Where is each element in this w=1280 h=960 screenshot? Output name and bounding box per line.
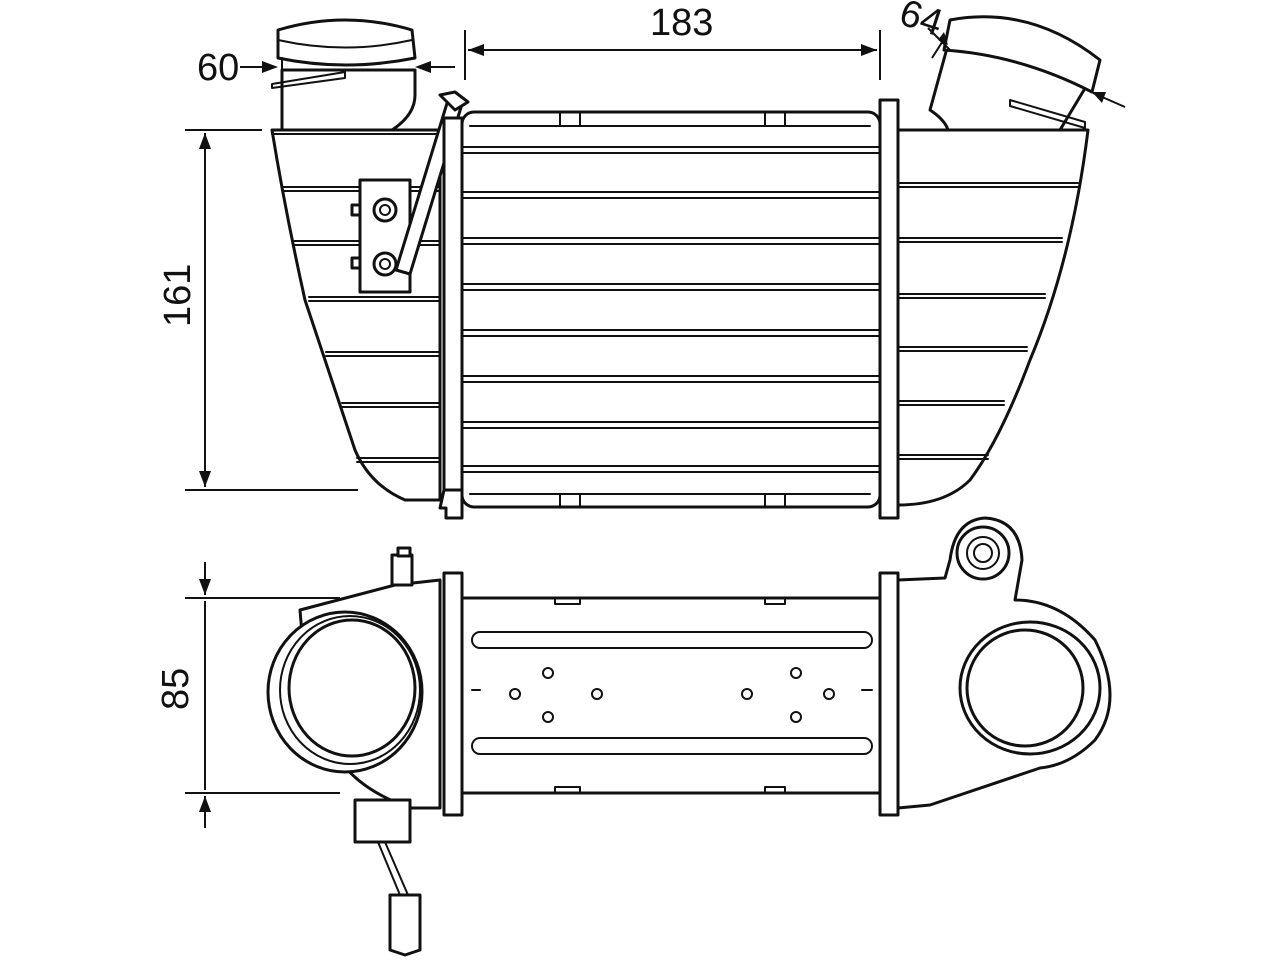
plan-core-details [471,597,873,794]
core-body [460,110,882,509]
inlet-pipe [271,18,417,132]
dimension-height: 161 [157,129,358,491]
plan-left-plate [442,571,464,817]
dimension-inlet: 60 [197,47,455,89]
left-side-plate [442,116,464,507]
sensor-connector [353,546,422,957]
dim-label-inlet: 60 [197,47,239,89]
plan-core [460,596,882,795]
left-end-tank [270,128,442,502]
left-drain-tab [438,488,464,520]
right-side-plate [878,98,900,520]
inlet-ring [266,610,424,774]
right-end-tank [896,128,1090,507]
plan-view [266,516,1112,957]
dimension-depth: 85 [155,562,340,828]
right-tank-ribs [897,182,1079,460]
left-tank-ribs [271,129,441,463]
dimension-core-width: 183 [464,2,881,80]
dim-label-height: 161 [157,264,199,327]
core-tubes [461,111,881,508]
plan-right-plate [878,571,900,817]
dim-label-depth: 85 [155,668,197,710]
outlet-pipe [928,15,1102,132]
outlet-ring [958,620,1102,756]
dim-label-width: 183 [650,2,713,44]
front-view [270,15,1102,520]
mounting-bush [955,525,1011,581]
